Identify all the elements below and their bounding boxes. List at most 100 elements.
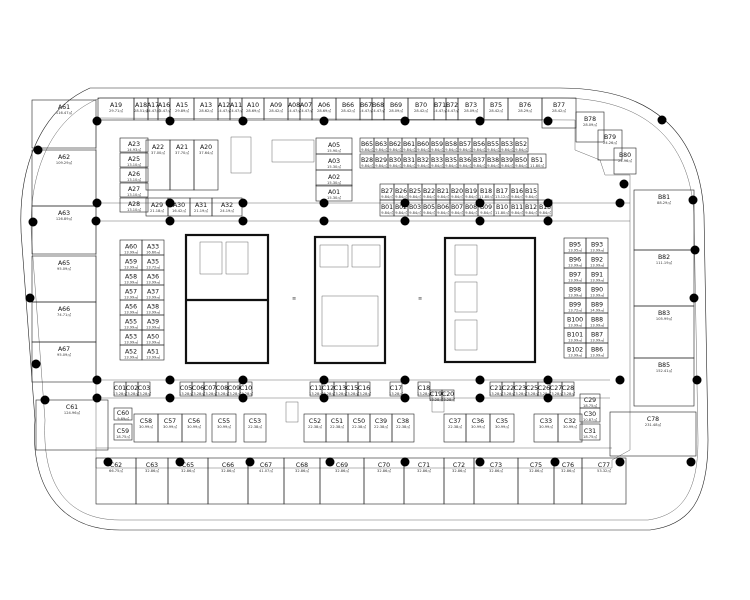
unit-area: 105.99㎡ (656, 316, 673, 321)
unit-label: B82 (658, 254, 670, 261)
unit-label: B63 (375, 141, 387, 148)
unit-label: A67 (58, 346, 70, 353)
unit-area: 30.99㎡ (539, 424, 553, 429)
unit-label: A28 (128, 201, 140, 208)
column-marker (619, 179, 629, 189)
unit-label: C69 (336, 462, 348, 469)
unit-area: 13.10㎡ (127, 177, 141, 182)
unit-label: C73 (490, 462, 502, 469)
column-marker (615, 457, 625, 467)
unit-label: A51 (147, 349, 159, 356)
unit-outline (315, 169, 353, 187)
column-marker (475, 375, 485, 385)
unit-label: B51 (531, 157, 543, 164)
unit-outline (557, 413, 583, 443)
unit-area: 13.99㎡ (568, 293, 582, 298)
column-marker (615, 198, 625, 208)
unit-label: B102 (567, 347, 583, 354)
unit-area: 9.84㎡ (445, 147, 457, 152)
column-marker (25, 293, 35, 303)
unit-area: 13.28㎡ (513, 391, 527, 396)
unit-label: A11 (230, 102, 242, 109)
column-marker (238, 198, 248, 208)
unit-area: 22.38㎡ (448, 424, 462, 429)
unit-area: 13.99㎡ (568, 338, 582, 343)
column-marker (400, 216, 410, 226)
unit-area: 32.86㎡ (335, 468, 349, 473)
unit-label: B99 (569, 302, 581, 309)
unit-area: 29.89㎡ (175, 108, 189, 113)
unit-area: 13.28㎡ (125, 391, 139, 396)
unit-area: 9.69㎡ (117, 416, 129, 421)
unit-area: 13.99㎡ (590, 263, 604, 268)
unit-area: 13.28㎡ (357, 391, 371, 396)
column-marker (400, 375, 410, 385)
unit-outline (389, 381, 403, 397)
unit-area: 9.84㎡ (539, 210, 551, 215)
unit-outline (119, 197, 149, 213)
unit-label: B15 (525, 188, 537, 195)
unit-area: 13.28㎡ (113, 391, 127, 396)
unit-label: B17 (496, 188, 508, 195)
unit-label: C63 (146, 462, 158, 469)
unit-area: 13.99㎡ (590, 353, 604, 358)
unit-area: 28.69㎡ (246, 108, 260, 113)
unit-area: 22.38㎡ (374, 424, 388, 429)
unit-label: A32 (221, 202, 233, 209)
core-lobby: ≡ ≡ (184, 233, 537, 365)
unit-label: C65 (182, 462, 194, 469)
unit-area: 24.26㎡ (603, 140, 617, 145)
unit-area: 15.90㎡ (327, 148, 341, 153)
unit-label: C28 (562, 385, 574, 392)
units-layer: A1929.71㎡A1828.51㎡A1714.47㎡A1614.47㎡A152… (31, 97, 697, 505)
unit-area: 32.86㎡ (377, 468, 391, 473)
unit-label: C01 (114, 385, 126, 392)
unit-area: 13.99㎡ (124, 310, 138, 315)
unit-label: A05 (328, 142, 340, 149)
unit-outline (119, 152, 149, 168)
unit-area: 111.19㎡ (656, 260, 673, 265)
column-marker (475, 457, 485, 467)
unit-area: 13.95㎡ (568, 248, 582, 253)
unit-label: B05 (423, 204, 435, 211)
unit-outline (597, 129, 623, 161)
unit-area: 28.29㎡ (518, 108, 532, 113)
unit-area: 28.42㎡ (552, 108, 566, 113)
unit-label: A02 (328, 174, 340, 181)
unit-label: B95 (569, 242, 581, 249)
unit-label: A22 (152, 144, 164, 151)
unit-area: 15.30㎡ (327, 180, 341, 185)
column-marker (400, 116, 410, 126)
grid-lines (96, 202, 630, 449)
unit-label: B32 (417, 157, 429, 164)
structural-columns (25, 115, 702, 467)
unit-area: 14.99㎡ (590, 308, 604, 313)
unit-area: 95.09㎡ (57, 352, 71, 357)
unit-area: 9.84㎡ (417, 147, 429, 152)
unit-area: 32.86㎡ (417, 468, 431, 473)
unit-label: C05 (180, 385, 192, 392)
unit-area: 15.30㎡ (327, 164, 341, 169)
unit-label: B97 (569, 272, 581, 279)
unit-label: C55 (218, 418, 230, 425)
unit-area: 9.84㎡ (515, 163, 527, 168)
unit-label: B55 (487, 141, 499, 148)
unit-area: 9.84㎡ (409, 210, 421, 215)
